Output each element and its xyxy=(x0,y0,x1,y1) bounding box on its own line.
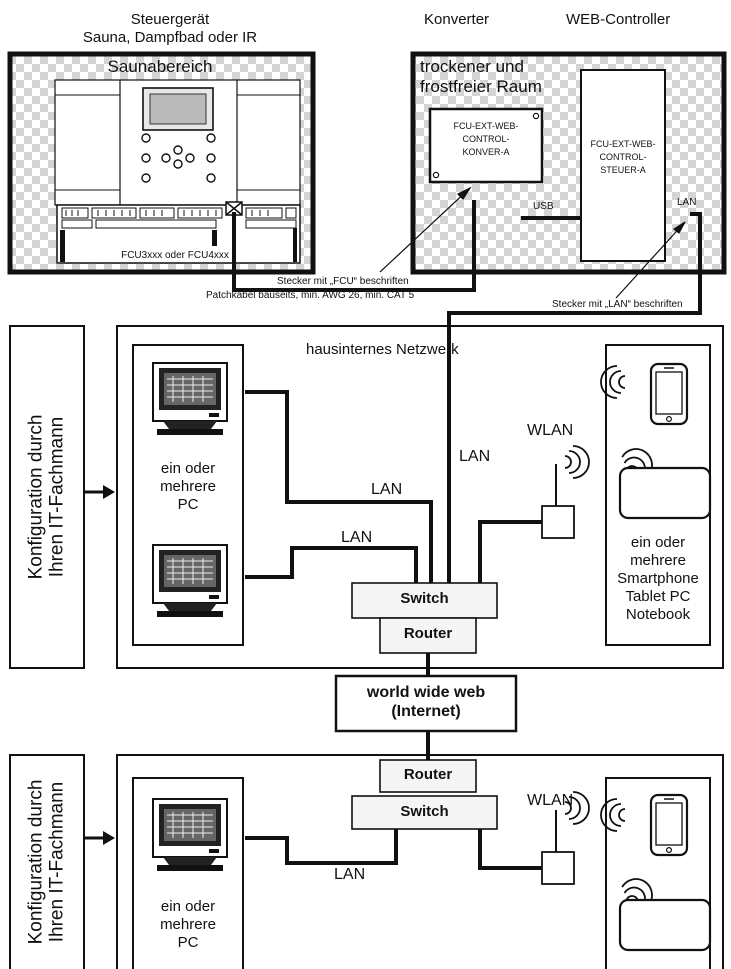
controller-heading-line1: Steuergerät xyxy=(130,11,210,28)
switch-label-top: Switch xyxy=(400,590,449,607)
internet-label: world wide web (Internet) xyxy=(366,684,486,721)
wlan-access-point-top xyxy=(541,505,575,539)
home-network xyxy=(9,325,724,669)
router-label-bottom: Router xyxy=(403,766,453,783)
switch-label-bottom: Switch xyxy=(400,803,449,820)
lan-label-pc2: LAN xyxy=(341,529,373,546)
patch-cable-note: Patchkabel bauseits, min. AWG 26, min. C… xyxy=(206,290,415,301)
converter-label-3: KONVER-A xyxy=(462,147,510,157)
config-label-top xyxy=(9,325,85,669)
cables xyxy=(232,200,702,870)
converter-box xyxy=(428,107,544,184)
home-network-title: hausinternes Netzwerk xyxy=(306,341,459,358)
usb-label: USB xyxy=(533,201,554,212)
web-controller-lan-label: LAN xyxy=(677,197,697,208)
converter-label-2: CONTROL- xyxy=(462,134,510,144)
config-label-bottom-text: Konfiguration durch Ihren IT-Fachmann xyxy=(25,779,68,945)
lan-plug-note: Stecker mit „LAN“ beschriften xyxy=(552,299,683,310)
router-top xyxy=(379,617,477,654)
control-buttons xyxy=(141,133,216,183)
lan-label-pc1: LAN xyxy=(371,481,403,498)
smartphone-icon xyxy=(649,362,689,426)
wlan-access-point-bottom xyxy=(541,851,575,885)
internet-box xyxy=(334,674,518,733)
smartphone-icon xyxy=(649,793,689,857)
web-controller-label-1: FCU-EXT-WEB- xyxy=(590,139,656,149)
tablet-icon xyxy=(618,898,712,952)
router-bottom xyxy=(379,759,477,793)
lan-label-bottom: LAN xyxy=(334,866,366,883)
dry-room-title-line2: frostfreier Raum xyxy=(420,77,542,96)
web-controller-box xyxy=(580,69,666,262)
config-arrows xyxy=(84,485,115,845)
router-label-top: Router xyxy=(403,625,453,642)
pc-group-top-label: ein oder mehrere PC xyxy=(160,460,216,513)
remote-network xyxy=(9,754,724,969)
controller-heading-line2: Sauna, Dampfbad oder IR xyxy=(82,29,258,46)
config-label-top-text: Konfiguration durch Ihren IT-Fachmann xyxy=(25,414,68,580)
tablet-icon xyxy=(618,466,712,520)
sauna-area xyxy=(7,51,316,275)
web-controller-label-3: STEUER-A xyxy=(600,165,646,175)
pc-group-bottom-label: ein oder mehrere PC xyxy=(160,898,216,951)
web-controller-heading: WEB-Controller xyxy=(566,11,671,28)
mobile-group-top-label: ein oder mehrere Smartphone Tablet PC No… xyxy=(617,534,699,623)
wlan-label-bottom: WLAN xyxy=(527,792,574,809)
switch-bottom xyxy=(351,795,498,830)
cable-arrows xyxy=(379,186,686,299)
lan-label-uplink: LAN xyxy=(459,448,491,465)
device-label: FCU3xxx oder FCU4xxx xyxy=(121,250,229,261)
converter-label-1: FCU-EXT-WEB- xyxy=(453,121,519,131)
web-controller-label-2: CONTROL- xyxy=(599,152,647,162)
dry-room-title-line1: trockener und xyxy=(420,57,524,76)
converter-heading: Konverter xyxy=(424,11,490,28)
wlan-label-top: WLAN xyxy=(527,422,574,439)
sauna-area-title: Saunabereich xyxy=(107,57,213,76)
fcu-plug-note: Stecker mit „FCU“ beschriften xyxy=(277,276,409,287)
